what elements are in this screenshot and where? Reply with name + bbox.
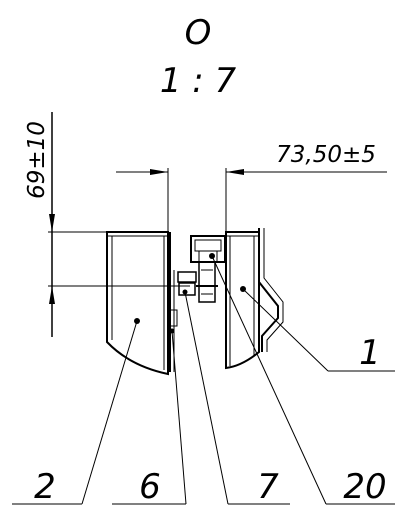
view-scale: 1 : 7 bbox=[160, 61, 237, 101]
part-6-bracket bbox=[167, 232, 178, 372]
vertical-dimension-text: 69±10 bbox=[24, 121, 50, 199]
part-20-clamp bbox=[190, 235, 226, 263]
callout-20: 20 bbox=[343, 467, 386, 507]
callout-2: 2 bbox=[34, 467, 56, 507]
part-1-shield bbox=[225, 228, 284, 370]
horizontal-dimension: 73,50±5 bbox=[116, 142, 387, 236]
callout-7: 7 bbox=[257, 467, 279, 507]
part-2-shield bbox=[106, 231, 169, 376]
callout-6: 6 bbox=[139, 467, 161, 507]
view-letter: О bbox=[185, 13, 212, 53]
horizontal-dimension-text: 73,50±5 bbox=[276, 142, 376, 168]
callout-1: 1 bbox=[359, 333, 381, 373]
leader-lines bbox=[12, 255, 395, 505]
vertical-dimension: 69±10 bbox=[24, 112, 190, 337]
part-7-bolt bbox=[177, 261, 218, 303]
